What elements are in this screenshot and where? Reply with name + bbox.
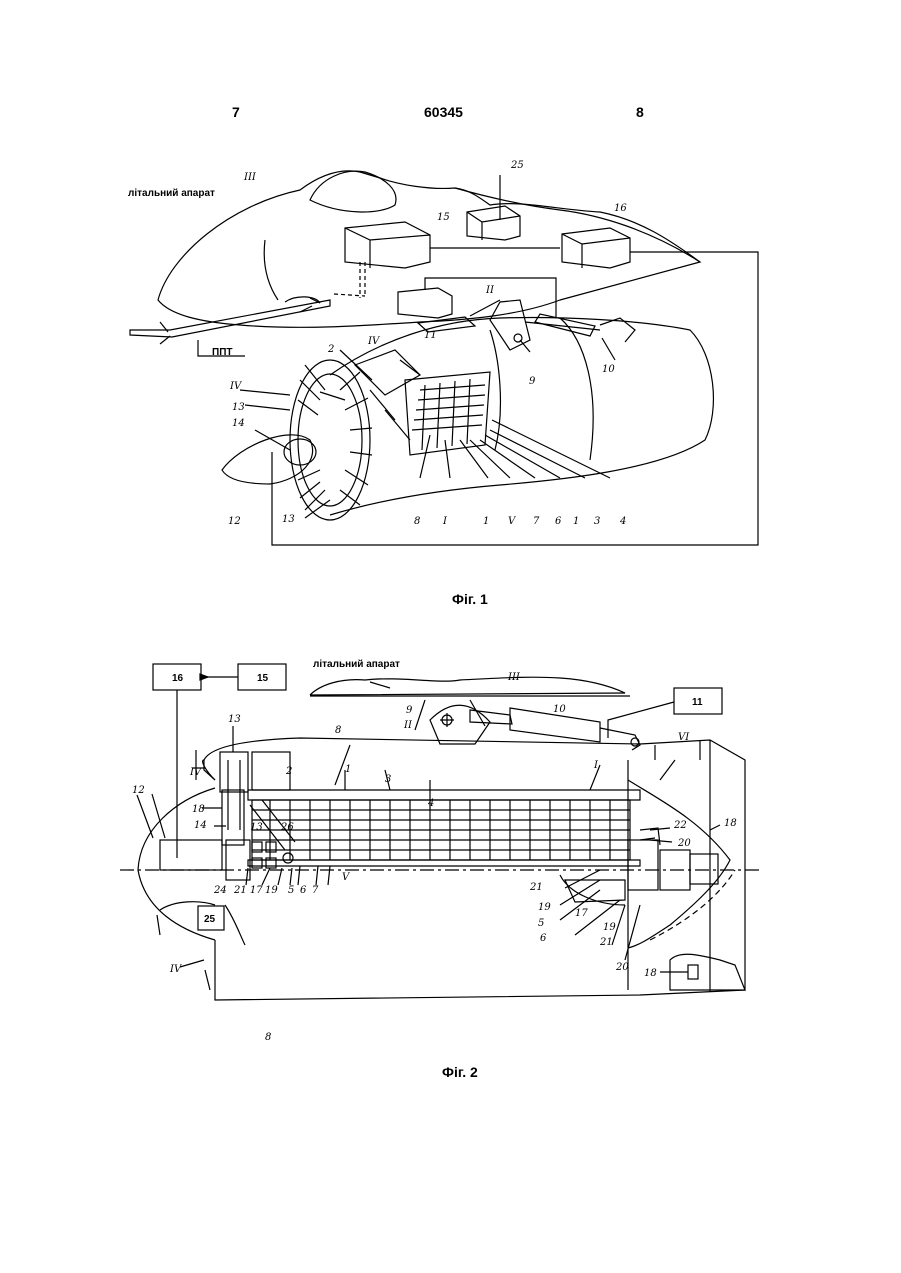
callout-label: 15: [437, 212, 450, 223]
callout-label: 21: [599, 937, 613, 948]
missile-label: ППТ: [212, 347, 232, 358]
box-label: 16: [172, 673, 184, 684]
aircraft-label: літальний апарат: [128, 188, 215, 199]
callout-label: 4: [619, 516, 626, 527]
callout-label: 6: [540, 933, 547, 944]
callout-label: 21 17: [233, 885, 263, 896]
callout-label: 25: [510, 160, 524, 171]
callout-label: 2: [285, 766, 292, 777]
callout-label: 6: [300, 885, 307, 896]
roman-label: IV: [367, 336, 381, 347]
callout-label: 10: [553, 704, 566, 715]
figure-1-caption: Фіг. 1: [452, 591, 488, 607]
roman-label: I: [442, 516, 448, 527]
callout-label: 19: [538, 902, 551, 913]
roman-label: V: [508, 516, 517, 527]
callout-label: 13: [232, 402, 245, 413]
callout-label: 12: [228, 516, 241, 527]
callout-label: 13: [282, 514, 295, 525]
callout-label: 4: [427, 798, 434, 809]
box-label: 11: [692, 697, 703, 708]
callout-label: 20: [677, 838, 691, 849]
callout-label: 14: [232, 418, 245, 429]
roman-label: IV: [169, 964, 183, 975]
roman-label: V: [342, 872, 351, 883]
box-label: 15: [257, 673, 269, 684]
callout-label: 13: [250, 822, 263, 833]
callout-label: 12: [132, 785, 145, 796]
callout-label: 3: [594, 516, 600, 527]
callout-label: 8: [414, 516, 420, 527]
callout-label: 22: [673, 820, 687, 831]
callout-label: 24: [213, 885, 227, 896]
callout-label: 14: [194, 820, 207, 831]
box-label: 25: [204, 914, 216, 925]
callout-label: 11: [424, 330, 437, 341]
aircraft-label: літальний апарат: [313, 659, 400, 670]
callout-label: 13: [228, 714, 241, 725]
callout-label: 26: [280, 822, 294, 833]
callout-label: 9: [529, 376, 536, 387]
callout-label: 5: [288, 885, 294, 896]
callout-label: 5: [538, 918, 544, 929]
roman-label: II: [485, 285, 495, 296]
callout-label: 1: [483, 516, 489, 527]
callout-label: 7: [533, 516, 540, 527]
roman-label: III: [507, 672, 521, 683]
callout-label: 8: [265, 1032, 271, 1043]
callout-label: 10: [602, 364, 615, 375]
callout-label: 20: [615, 962, 629, 973]
callout-label: 18: [724, 818, 737, 829]
callout-label: 18: [192, 804, 205, 815]
callout-label: 8: [335, 725, 341, 736]
figure-2-caption: Фіг. 2: [442, 1064, 478, 1080]
callout-label: 19: [603, 922, 616, 933]
callout-label: 1: [573, 516, 579, 527]
roman-label: II: [403, 720, 413, 731]
roman-label: III: [243, 172, 257, 183]
callout-label: 1: [345, 764, 351, 775]
roman-label: IV: [229, 381, 243, 392]
callout-label: 17: [575, 908, 588, 919]
callout-label: 21: [529, 882, 543, 893]
figure-1-drawing: літальний апарат III ППТ 25 15 16 II 11 …: [0, 0, 901, 620]
callout-label: 9: [406, 705, 413, 716]
roman-label: VI: [678, 732, 690, 743]
callout-label: 7: [312, 885, 319, 896]
roman-label: I: [593, 760, 599, 771]
callout-label: 18: [644, 968, 657, 979]
callout-label: 3: [385, 774, 391, 785]
callout-label: 19: [265, 885, 278, 896]
callout-label: 6: [555, 516, 562, 527]
roman-label: IV: [189, 767, 203, 778]
callout-label: 16: [614, 203, 627, 214]
callout-label: 2: [327, 344, 334, 355]
